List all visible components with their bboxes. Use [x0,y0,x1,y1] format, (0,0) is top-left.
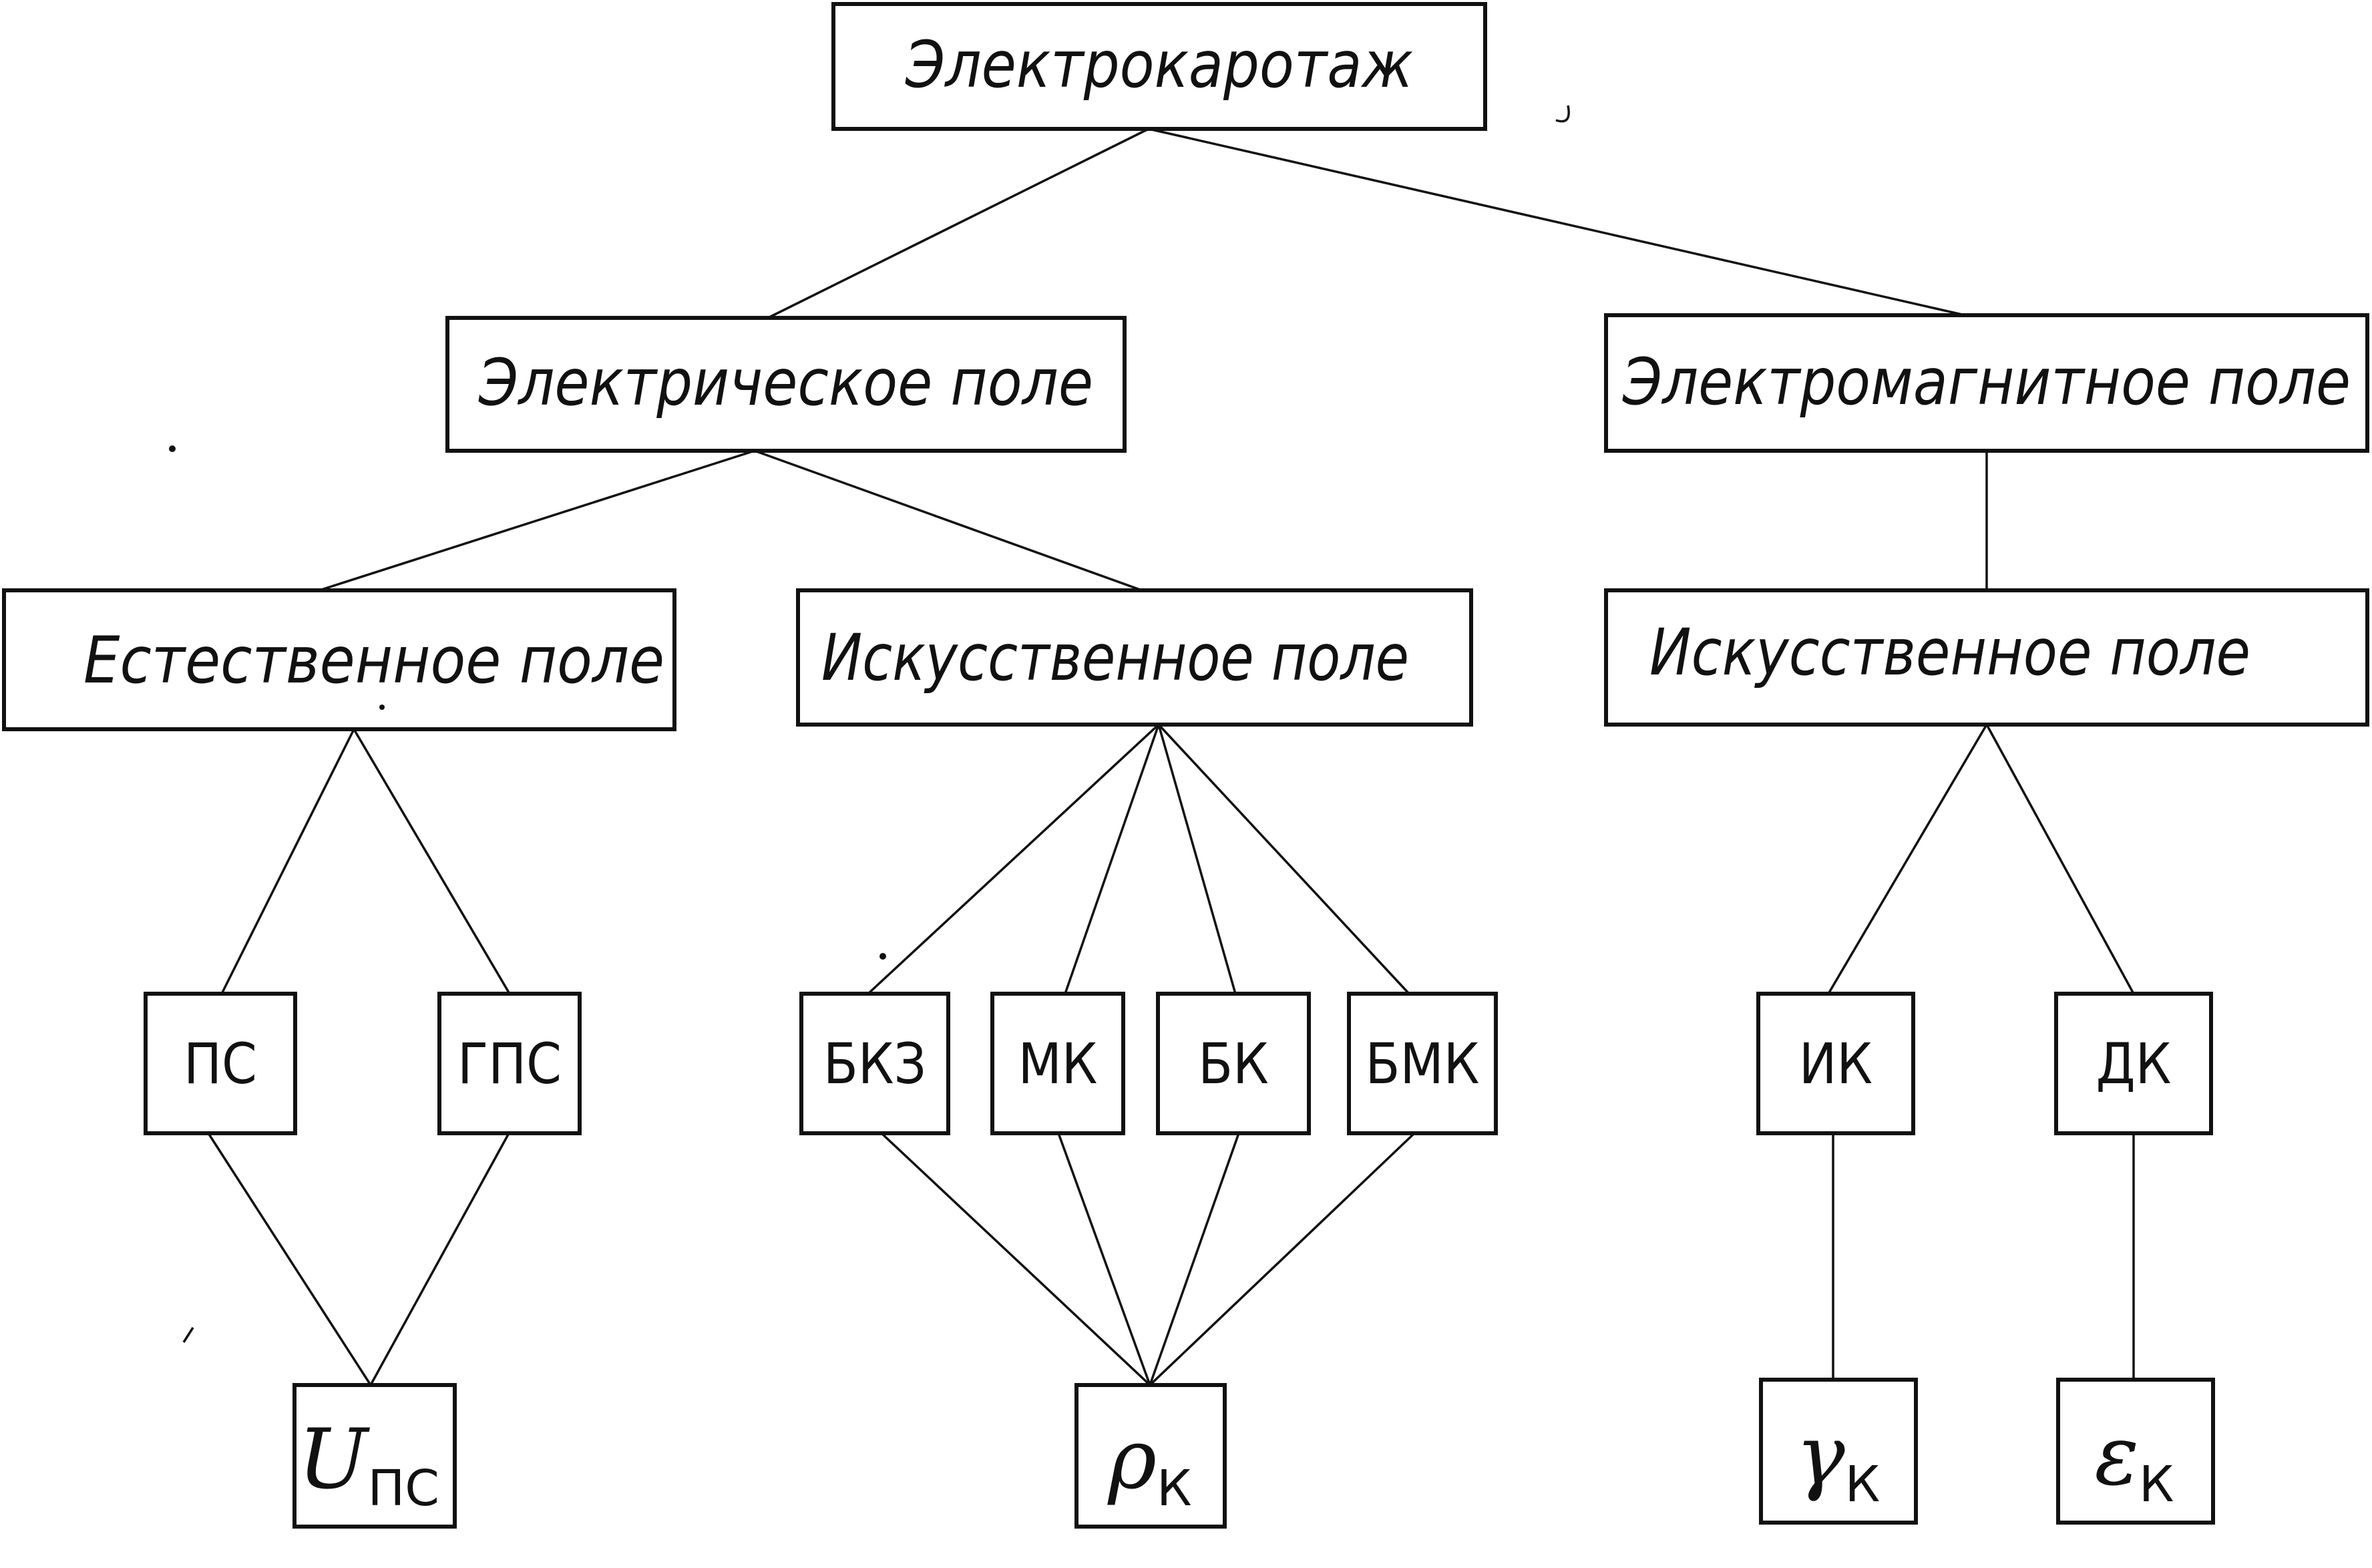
edge-artificial-mk [1064,724,1160,994]
method-bmk-label: БМК [1366,1031,1480,1097]
result-epsilon-subscript: К [2139,1456,2174,1513]
result-ups-subscript: ПС [368,1460,439,1517]
result-gamma-label: γК [1796,1408,1881,1513]
electric-field-node: Электрическое поле [445,316,1127,453]
edge-artificial-bkz [867,723,1160,995]
edge-natural-gps [353,729,511,994]
method-ps-label: ПС [184,1031,257,1097]
speck-2 [379,705,385,710]
method-ik-label: ИК [1799,1031,1872,1097]
edge-artificial-bk [1157,724,1237,994]
edge-natural-ps [220,729,355,994]
edge-electric-artificial [754,449,1143,592]
root-label: Электрокаротаж [905,27,1413,102]
electric-artificial-field-node: Искусственное поле [796,588,1473,727]
result-ups-node: UПС [292,1383,457,1529]
result-rho-symbol: ρ [1107,1412,1157,1508]
edge-bkz-rho [880,1132,1151,1386]
electromagnetic-field-node: Электромагнитное поле [1604,313,2369,453]
speck-4 [1555,105,1570,123]
em-artificial-field-label: Искусственное поле [1649,615,2250,690]
natural-field-label: Естественное поле [83,623,664,698]
edge-artificial-bmk [1157,723,1410,995]
method-bk-node: БК [1156,992,1311,1135]
result-rho-node: ρК [1074,1383,1227,1529]
result-rho-label: ρК [1107,1412,1191,1517]
method-dk-label: ДК [2096,1031,2172,1097]
result-gamma-symbol: γ [1796,1408,1846,1504]
speck-3 [879,953,886,960]
natural-field-node: Естественное поле [2,588,676,731]
electric-artificial-field-label: Искусственное поле [821,620,1409,695]
result-epsilon-node: εК [2056,1378,2215,1525]
result-ups-symbol: U [298,1412,370,1508]
edge-bk-rho [1149,1133,1240,1386]
result-ups-label: UПС [298,1412,439,1517]
method-gps-node: ГПС [437,992,582,1135]
scan-specks [169,105,1570,1343]
electric-field-label: Электрическое поле [478,345,1093,420]
electromagnetic-field-label: Электромагнитное поле [1622,345,2351,419]
edge-mk-rho [1057,1133,1151,1386]
edges [207,128,2135,1386]
edge-em-artificial-ik [1827,724,1988,994]
method-mk-node: МК [990,992,1125,1135]
result-epsilon-symbol: ε [2094,1408,2139,1504]
method-mk-label: МК [1018,1031,1098,1097]
root-node: Электрокаротаж [831,2,1487,131]
result-gamma-node: γК [1759,1378,1918,1525]
edge-em-artificial-dk [1985,724,2135,994]
result-rho-subscript: К [1157,1460,1192,1517]
speck-1 [169,445,176,452]
method-ik-node: ИК [1756,992,1915,1135]
method-bk-label: БК [1198,1031,1269,1097]
method-bkz-node: БКЗ [799,992,950,1135]
result-gamma-subscript: К [1845,1456,1881,1513]
edge-ps-ups [207,1133,372,1386]
edge-root-electromagnetic [1148,128,1977,319]
method-bkz-label: БКЗ [823,1031,926,1097]
method-bmk-node: БМК [1347,992,1498,1135]
speck-5 [182,1327,194,1343]
edge-root-electric [767,128,1149,319]
edge-bmk-rho [1149,1132,1416,1386]
method-dk-node: ДК [2054,992,2213,1135]
em-artificial-field-node: Искусственное поле [1604,588,2369,727]
result-epsilon-label: εК [2094,1408,2174,1513]
edge-electric-natural [319,449,755,592]
method-ps-node: ПС [144,992,297,1135]
edge-gps-ups [369,1133,510,1386]
method-gps-label: ГПС [457,1031,562,1097]
